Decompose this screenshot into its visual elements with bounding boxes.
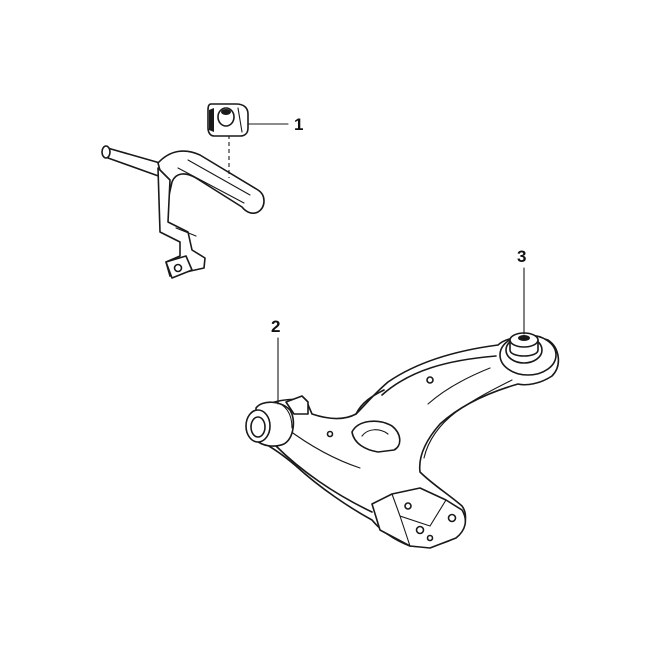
callout-1-label: 1 <box>294 115 303 134</box>
ball-joint <box>499 332 557 376</box>
callout-2: 2 <box>271 317 280 405</box>
front-bushing <box>245 395 309 447</box>
callout-3: 3 <box>517 247 526 335</box>
callout-3-label: 3 <box>517 247 526 266</box>
callout-1: 1 <box>247 115 303 134</box>
lower-control-arm <box>245 332 560 549</box>
stabilizer-bar <box>101 145 265 279</box>
callout-2-label: 2 <box>271 317 280 336</box>
stabilizer-bushing <box>207 103 249 137</box>
